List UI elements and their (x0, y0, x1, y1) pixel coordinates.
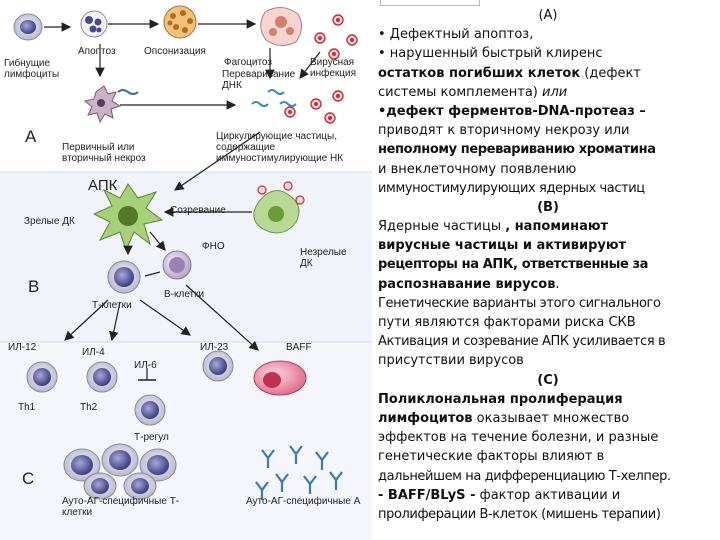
a-line-2: • нарушенный быстрый клиренс (378, 46, 603, 62)
c-line-6: - BAFF/BLyS - фактор активации и (378, 486, 718, 505)
label-th2: Th2 (80, 402, 98, 413)
c-line-6-rest: фактор активации и (475, 487, 621, 503)
b-line-2-bold: вирусные частицы и активируют (378, 238, 627, 254)
opsonized-debris (163, 5, 197, 39)
label-maturation: Созревание (170, 205, 226, 216)
c-line-3: эффектов на течение болезни, и разные (378, 430, 659, 446)
label-il4: ИЛ-4 (82, 347, 105, 358)
dying-lymphocyte-cell (13, 13, 43, 41)
pathogenesis-diagram: Гибнущие лимфоциты Апоптоз Опсонизация Ф… (0, 5, 372, 540)
necrotic-cell (83, 85, 139, 124)
section-c-header: (C) (378, 371, 718, 390)
autoreactive-t-cells-cluster (63, 443, 177, 500)
section-b-header: (B) (378, 198, 718, 217)
b-line-3: рецепторы на АПК, ответственные за (378, 255, 718, 274)
a-line-3-bold: остатков погибших клеток (378, 65, 581, 81)
explanation-text-panel: (A) • Дефектный апоптоз, • нарушенный бы… (378, 6, 718, 536)
label-tnf: ФНО (202, 241, 225, 252)
a-line-6: приводят к вторичному некрозу или (378, 123, 630, 139)
th1-precursor-cell (26, 361, 58, 393)
label-dna-digestion: Переваривание ДНК (222, 69, 296, 91)
label-auto-t-cells: Ауто-АГ-специфичные Т-клетки (62, 496, 180, 518)
label-t-cells: Т-клетки (92, 300, 132, 311)
label-baff: BAFF (286, 342, 312, 353)
b-line-1-a: Ядерные частицы (378, 219, 506, 235)
label-th1: Th1 (18, 402, 36, 413)
section-a-header: (A) (538, 8, 558, 23)
virus-particles (284, 14, 358, 124)
c-line-6-bold: - BAFF/BLyS - (378, 487, 476, 503)
label-il12: ИЛ-12 (8, 342, 37, 353)
section-b-header-bold: (B) (537, 199, 559, 215)
a-line-8: и внеклеточному появлению (378, 161, 577, 177)
c-line-5: дальнейшем на дифференциацию Т-хелпер. (378, 468, 671, 484)
a-line-3: остатков погибших клеток (дефект (378, 64, 718, 83)
label-auto-antibodies: Ауто-АГ-специфичные А (246, 496, 361, 507)
section-b-letter: B (28, 277, 40, 296)
label-necrosis: Первичный или вторичный некроз (62, 142, 146, 164)
a-line-4-or: или (542, 84, 568, 100)
il23-cell (202, 350, 234, 382)
a-line-9: иммуностимулирующих ядерных частиц (378, 180, 645, 196)
label-apc: АПК (88, 177, 118, 194)
a-line-1: • Дефектный апоптоз, (378, 27, 534, 43)
label-treg: Т-регул (134, 432, 169, 443)
phagocyte-cell (260, 7, 302, 46)
a-line-4-text: системы комплемента) (378, 84, 542, 100)
b-line-6: пути являются факторами риска СКВ (378, 315, 636, 330)
label-opsonization: Опсонизация (144, 46, 206, 57)
label-il23: ИЛ-23 (200, 342, 229, 353)
th2-precursor-cell (86, 361, 118, 393)
a-line-7: неполному перевариванию хроматина (378, 140, 718, 159)
mature-dendritic-cell (92, 183, 164, 252)
diagram-graphics (0, 5, 372, 540)
b-cell (162, 250, 192, 280)
b-line-2: вирусные частицы и активируют (378, 236, 718, 255)
plasma-cell (253, 360, 307, 396)
c-line-1: Поликлональная пролиферация (378, 390, 718, 409)
b-line-1-b: , напоминают (505, 219, 609, 235)
c-line-2-bold: лимфоцитов (378, 410, 473, 426)
b-line-7: Активация и созревание АПК усиливается в (378, 334, 666, 350)
label-b-cells: В-клетки (164, 289, 205, 300)
c-line-4: генетические факторы влияют в (378, 449, 605, 465)
label-il6: ИЛ-6 (134, 360, 157, 371)
a-line-4: системы комплемента) или (378, 83, 718, 102)
t-cell-b (107, 260, 141, 294)
label-apoptosis: Апоптоз (78, 46, 116, 57)
label-immature-dc: Незрелые ДК (300, 247, 347, 269)
section-c-header-bold: (C) (537, 372, 559, 388)
b-line-4-end: . (555, 276, 560, 292)
label-mature-dc: Зрелые ДК (24, 216, 75, 227)
apoptotic-cell (80, 10, 108, 38)
b-line-3-bold: рецепторы на АПК, ответственные за (378, 257, 649, 273)
c-line-7: пролиферации В-клеток (мишень терапии) (378, 506, 661, 522)
a-line-5: •дефект ферментов-DNA-протеаз – (378, 102, 718, 121)
label-viral-infection: Вирусная инфекция (310, 57, 357, 79)
label-circulating-particles: Циркулирующие частицы, содержащие иммуно… (216, 131, 344, 164)
c-line-1-bold: Поликлональная пролиферация (378, 391, 623, 407)
b-line-5: Генетические варианты этого сигнального (378, 295, 661, 311)
treg-precursor-cell (134, 394, 166, 426)
section-c-letter: C (22, 469, 35, 488)
window-tab-edge (380, 0, 480, 6)
section-c-bg (0, 342, 372, 540)
b-line-4-bold: распознавание вирусов (378, 276, 556, 292)
section-a-letter: A (25, 127, 37, 146)
b-line-8: присутствии вирусов (378, 353, 524, 369)
b-line-4: распознавание вирусов. (378, 275, 718, 294)
dna-fragments (251, 89, 297, 107)
label-phagocytosis: Фагоцитоз (224, 57, 272, 68)
c-line-2-rest: оказывает множество (472, 410, 630, 426)
a-line-3-rest: (дефект (580, 65, 641, 81)
a-line-5-bold: •дефект ферментов-DNA-протеаз – (378, 103, 646, 119)
a-line-7-bold: неполному перевариванию хроматина (378, 142, 656, 158)
label-dying-lymphocytes: Гибнущие лимфоциты (4, 58, 60, 80)
autoantibodies (255, 445, 343, 500)
immature-dendritic-cell (253, 181, 305, 234)
c-line-2: лимфоцитов оказывает множество (378, 409, 718, 428)
b-line-1: Ядерные частицы , напоминают (378, 217, 718, 236)
